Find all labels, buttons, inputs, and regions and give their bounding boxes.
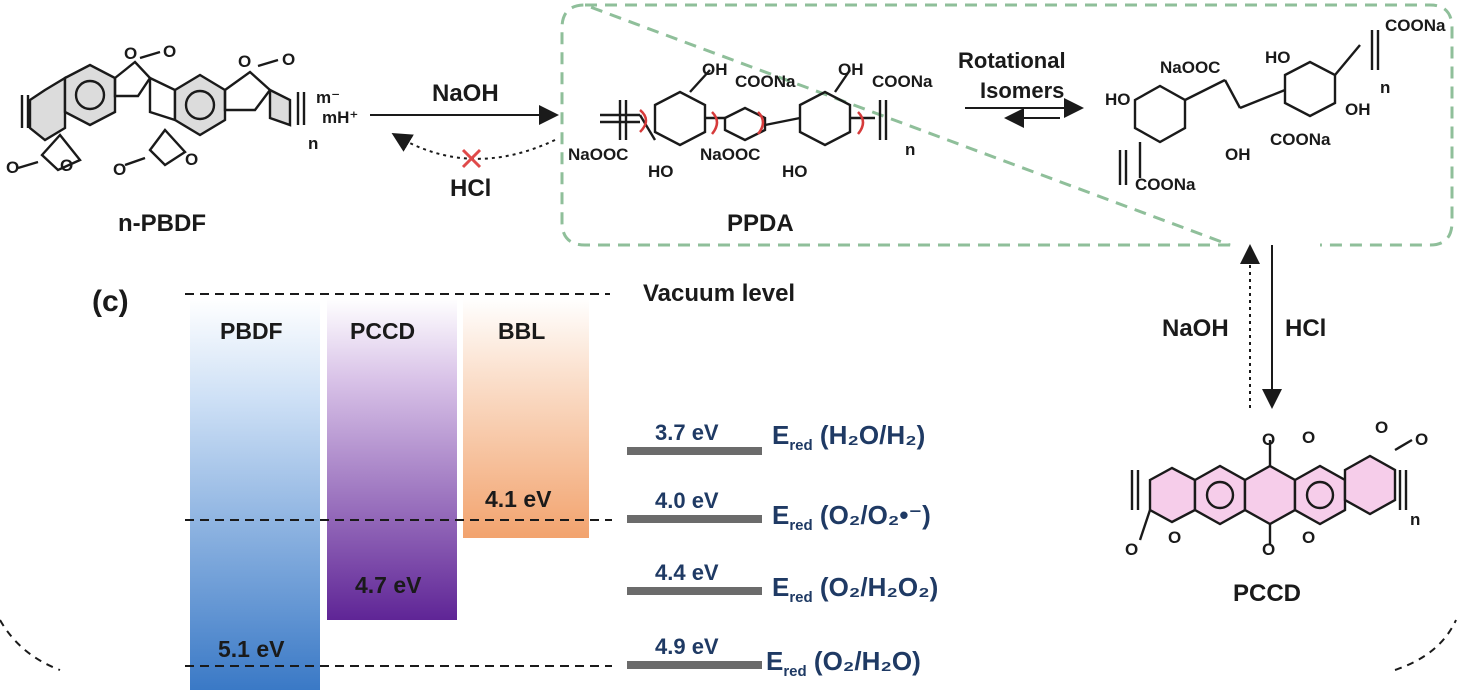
pbdf-ring-o-3: O bbox=[238, 52, 252, 71]
bar-pbdf bbox=[190, 298, 320, 690]
eq-o2-h2o: Ered (O₂/H₂O) bbox=[766, 646, 921, 681]
rotation-arrows bbox=[639, 109, 865, 135]
isomer-group-6: OH bbox=[1225, 145, 1251, 164]
hcl-down-label: HCl bbox=[1285, 315, 1327, 342]
bar-value-pccd: 4.7 eV bbox=[355, 572, 422, 598]
eq-o2-superoxide: Ered (O₂/O₂•⁻) bbox=[772, 500, 931, 535]
level-label-3-7: 3.7 eV bbox=[655, 420, 719, 445]
isomers-label: Isomers bbox=[980, 78, 1065, 103]
pccd-o-8: O bbox=[1302, 528, 1316, 547]
ppda-group-1: OH bbox=[702, 60, 728, 79]
naoh-up-label: NaOH bbox=[1162, 315, 1229, 342]
bar-name-pccd: PCCD bbox=[350, 318, 416, 344]
panel-label: (c) bbox=[92, 285, 129, 318]
pccd-o-7: O bbox=[1262, 540, 1276, 559]
pccd-o-2: O bbox=[1302, 428, 1316, 447]
bar-name-bbl: BBL bbox=[498, 318, 546, 344]
isomer-structure bbox=[1118, 30, 1380, 185]
level-bar-4-0 bbox=[627, 515, 762, 523]
isomer-group-4: HO bbox=[1265, 48, 1291, 67]
pbdf-n: n bbox=[308, 134, 319, 153]
ppda-group-2: COONa bbox=[735, 72, 796, 91]
eq-h2o-h2: Ered (H₂O/H₂) bbox=[772, 420, 926, 455]
pbdf-ring-o-8: O bbox=[185, 150, 199, 169]
bar-bbl bbox=[463, 298, 589, 538]
pbdf-ring-o-6: O bbox=[60, 156, 74, 175]
ppda-group-7: HO bbox=[648, 162, 674, 181]
level-bar-4-4 bbox=[627, 587, 762, 595]
ppda-group-5: NaOOC bbox=[568, 145, 629, 164]
naoh-label: NaOH bbox=[432, 80, 499, 107]
ppda-n: n bbox=[905, 140, 916, 159]
bar-value-bbl: 4.1 eV bbox=[485, 486, 552, 512]
pbdf-ring-o-4: O bbox=[282, 50, 296, 69]
bar-name-pbdf: PBDF bbox=[220, 318, 283, 344]
pbdf-ring-o-1: O bbox=[124, 44, 138, 63]
ppda-name: PPDA bbox=[727, 210, 794, 237]
bar-value-pbdf: 5.1 eV bbox=[218, 636, 285, 662]
level-bar-3-7 bbox=[627, 447, 762, 455]
ppda-group-4: COONa bbox=[872, 72, 933, 91]
isomer-group-5: OH bbox=[1345, 100, 1371, 119]
pbdf-ring-o-7: O bbox=[113, 160, 127, 179]
isomer-n: n bbox=[1380, 78, 1391, 97]
pbdf-ring-o-2: O bbox=[163, 42, 177, 61]
isomer-group-3: HO bbox=[1105, 90, 1131, 109]
isomer-group-8: COONa bbox=[1135, 175, 1196, 194]
pbdf-name: n-PBDF bbox=[118, 210, 206, 237]
bar-pccd bbox=[327, 298, 457, 620]
ppda-group-8: HO bbox=[782, 162, 808, 181]
pccd-o-3: O bbox=[1375, 418, 1389, 437]
pccd-o-1: O bbox=[1262, 430, 1276, 449]
pbdf-ring-o-5: O bbox=[6, 158, 20, 177]
level-label-4-0: 4.0 eV bbox=[655, 488, 719, 513]
isomer-group-1: COONa bbox=[1385, 16, 1446, 35]
pccd-structure bbox=[1130, 438, 1413, 545]
rotational-label: Rotational bbox=[958, 48, 1066, 73]
eq-o2-h2o2: Ered (O₂/H₂O₂) bbox=[772, 572, 939, 607]
pccd-o-5: O bbox=[1125, 540, 1139, 559]
level-bar-4-9 bbox=[627, 661, 762, 669]
blocked-cross-icon bbox=[461, 148, 482, 169]
panel-arc bbox=[0, 619, 1457, 671]
hcl-label: HCl bbox=[450, 175, 492, 202]
level-label-4-9: 4.9 eV bbox=[655, 634, 719, 659]
level-label-4-4: 4.4 eV bbox=[655, 560, 719, 585]
pccd-o-6: O bbox=[1168, 528, 1182, 547]
isomer-group-7: COONa bbox=[1270, 130, 1331, 149]
ppda-group-6: NaOOC bbox=[700, 145, 761, 164]
pccd-n: n bbox=[1410, 510, 1421, 529]
pccd-o-4: O bbox=[1415, 430, 1429, 449]
pbdf-charge: m⁻ bbox=[316, 88, 341, 107]
isomer-group-2: NaOOC bbox=[1160, 58, 1221, 77]
pbdf-counter-ion: mH⁺ bbox=[322, 108, 359, 127]
vacuum-label: Vacuum level bbox=[643, 280, 796, 307]
pbdf-structure bbox=[17, 50, 306, 172]
isomer-box bbox=[560, 3, 1454, 247]
pccd-name: PCCD bbox=[1233, 580, 1302, 607]
ppda-group-3: OH bbox=[838, 60, 864, 79]
